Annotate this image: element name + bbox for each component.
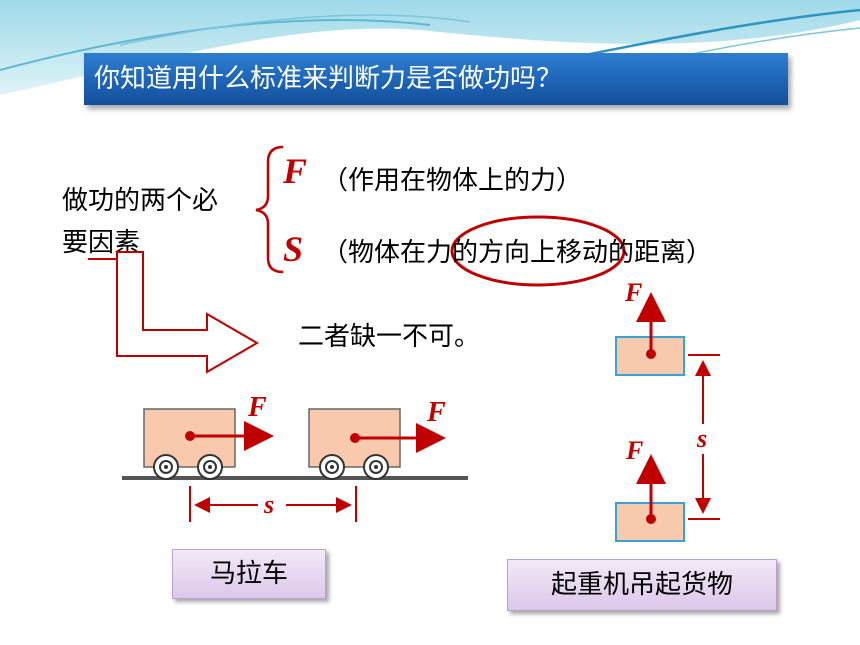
cart-2-force-label: F bbox=[427, 397, 446, 428]
factor-symbol-f: F bbox=[283, 151, 308, 191]
conclusion-text: 二者缺一不可。 bbox=[298, 322, 481, 352]
highlight-ellipse bbox=[450, 215, 626, 287]
crane-distance-label: s bbox=[697, 424, 708, 453]
factor-desc-distance: （物体在力的方向上移动的距离） bbox=[322, 238, 713, 268]
crane-caption-button[interactable]: 起重机吊起货物 bbox=[507, 559, 777, 611]
cart-1-wheel-left-icon bbox=[153, 454, 179, 480]
cart-1-force-label: F bbox=[248, 392, 267, 423]
hollow-arrow-icon bbox=[116, 251, 259, 374]
factors-label-line1: 做功的两个必 bbox=[62, 186, 219, 216]
crane-top-force-label: F bbox=[625, 278, 643, 307]
cart-distance-label: s bbox=[264, 490, 275, 519]
crane-bottom-force-label: F bbox=[626, 436, 644, 465]
cart-2-wheel-left-icon bbox=[319, 454, 345, 480]
factor-symbol-s: S bbox=[283, 229, 304, 269]
cart-1-wheel-right-icon bbox=[197, 454, 223, 480]
cart-caption-button[interactable]: 马拉车 bbox=[172, 549, 326, 599]
brace-icon bbox=[255, 145, 284, 274]
factors-label-prefix: 要 bbox=[62, 228, 89, 258]
factor-desc-force: （作用在物体上的力） bbox=[322, 166, 583, 196]
question-title: 你知道用什么标准来判断力是否做功吗？ bbox=[84, 53, 788, 105]
header-decoration bbox=[0, 0, 860, 95]
cart-2-wheel-right-icon bbox=[363, 454, 389, 480]
